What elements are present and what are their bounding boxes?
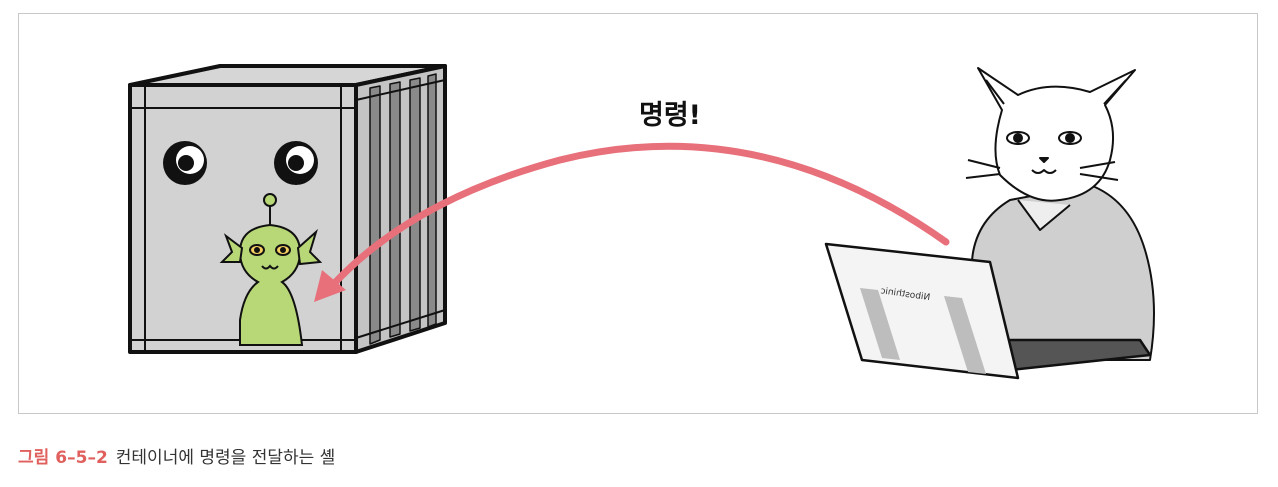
caption-number: 6–5–2 <box>55 448 108 468</box>
command-label: 명령! <box>639 100 701 131</box>
container-box <box>128 64 447 354</box>
laptop: Nibosthinic <box>824 242 1152 380</box>
caption-label: 그림 <box>18 448 50 468</box>
cat-user <box>965 67 1155 361</box>
command-arrow <box>314 142 950 302</box>
caption-text: 컨테이너에 명령을 전달하는 셸 <box>115 448 336 468</box>
container-eyes <box>163 141 318 185</box>
creature <box>219 193 323 346</box>
